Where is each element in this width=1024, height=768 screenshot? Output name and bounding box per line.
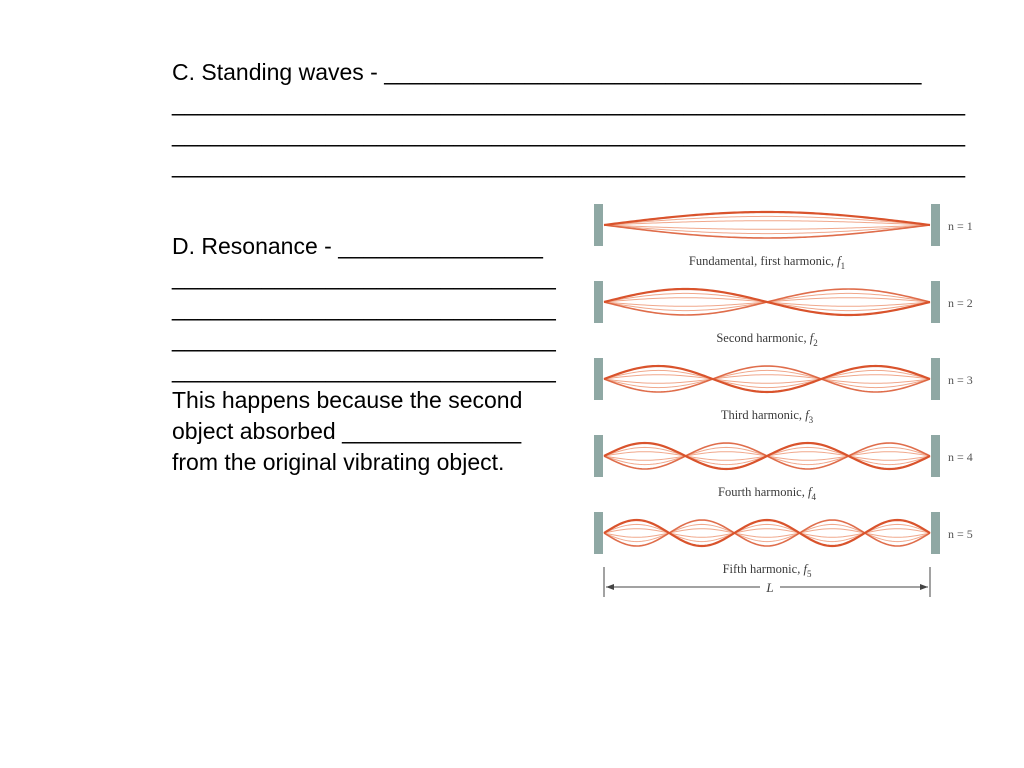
string-faint-position	[603, 374, 931, 384]
left-support	[594, 204, 603, 246]
resonance-blank: ________________	[338, 233, 543, 259]
standing-waves-blank: ________________________________________…	[172, 90, 966, 116]
right-support	[931, 281, 940, 323]
left-support	[594, 435, 603, 477]
string-faint-position	[603, 224, 931, 230]
length-label: L	[765, 580, 773, 595]
standing-waves-blank: ________________________________________…	[384, 59, 922, 85]
harmonic-caption: Third harmonic, f3	[721, 408, 814, 425]
standing-waves-heading: C. Standing waves -	[172, 59, 385, 85]
resonance-explanation-line: This happens because the second	[172, 387, 523, 413]
string-faint-position	[603, 523, 931, 543]
string-extreme-position	[603, 364, 931, 394]
length-arrowhead-right	[920, 584, 928, 590]
harmonics-figure: n = 1 Fundamental, first harmonic, f1 n = …	[594, 204, 973, 597]
length-arrowhead-left	[606, 584, 614, 590]
string-faint-position	[603, 369, 931, 389]
resonance-explanation-line: object absorbed ______________	[172, 418, 522, 444]
string-extreme-position	[603, 519, 931, 547]
resonance-line-1: D. Resonance - ________________	[172, 231, 543, 262]
standing-waves-line-1: C. Standing waves - ____________________…	[172, 57, 921, 88]
resonance-blank: ______________________________	[172, 357, 556, 383]
harmonic-caption: Fundamental, first harmonic, f1	[689, 254, 845, 271]
harmonic-n-label: n = 1	[948, 219, 973, 233]
harmonic-caption: Second harmonic, f2	[716, 331, 817, 348]
left-support	[594, 358, 603, 400]
harmonic-n-label: n = 4	[948, 450, 973, 464]
right-support	[931, 435, 940, 477]
right-support	[931, 204, 940, 246]
right-support	[931, 512, 940, 554]
string-faint-position	[603, 220, 931, 226]
resonance-blank: ______________________________	[172, 264, 556, 290]
string-extreme-position	[603, 365, 931, 393]
resonance-blank: ______________________________	[172, 295, 556, 321]
string-extreme-position	[603, 224, 931, 239]
string-faint-position	[603, 528, 931, 538]
right-support	[931, 358, 940, 400]
harmonic-caption: Fourth harmonic, f4	[718, 485, 816, 502]
string-faint-position	[603, 369, 931, 389]
string-extreme-position	[603, 518, 931, 548]
resonance-explanation-line: from the original vibrating object.	[172, 449, 505, 475]
resonance-heading: D. Resonance -	[172, 233, 339, 259]
string-faint-position	[603, 224, 931, 235]
harmonic-n-label: n = 2	[948, 296, 973, 310]
standing-waves-blank: ________________________________________…	[172, 152, 966, 178]
string-faint-position	[603, 374, 931, 384]
harmonic-n-label: n = 5	[948, 527, 973, 541]
string-faint-position	[603, 528, 931, 538]
resonance-blank: ______________________________	[172, 326, 556, 352]
standing-waves-blank: ________________________________________…	[172, 121, 966, 147]
left-support	[594, 512, 603, 554]
left-support	[594, 281, 603, 323]
string-extreme-position	[603, 210, 931, 227]
string-faint-position	[603, 215, 931, 226]
string-faint-position	[603, 523, 931, 543]
string-extreme-position	[603, 442, 931, 470]
string-extreme-position	[603, 288, 931, 316]
harmonic-n-label: n = 3	[948, 373, 973, 387]
harmonic-caption: Fifth harmonic, f5	[723, 562, 812, 579]
